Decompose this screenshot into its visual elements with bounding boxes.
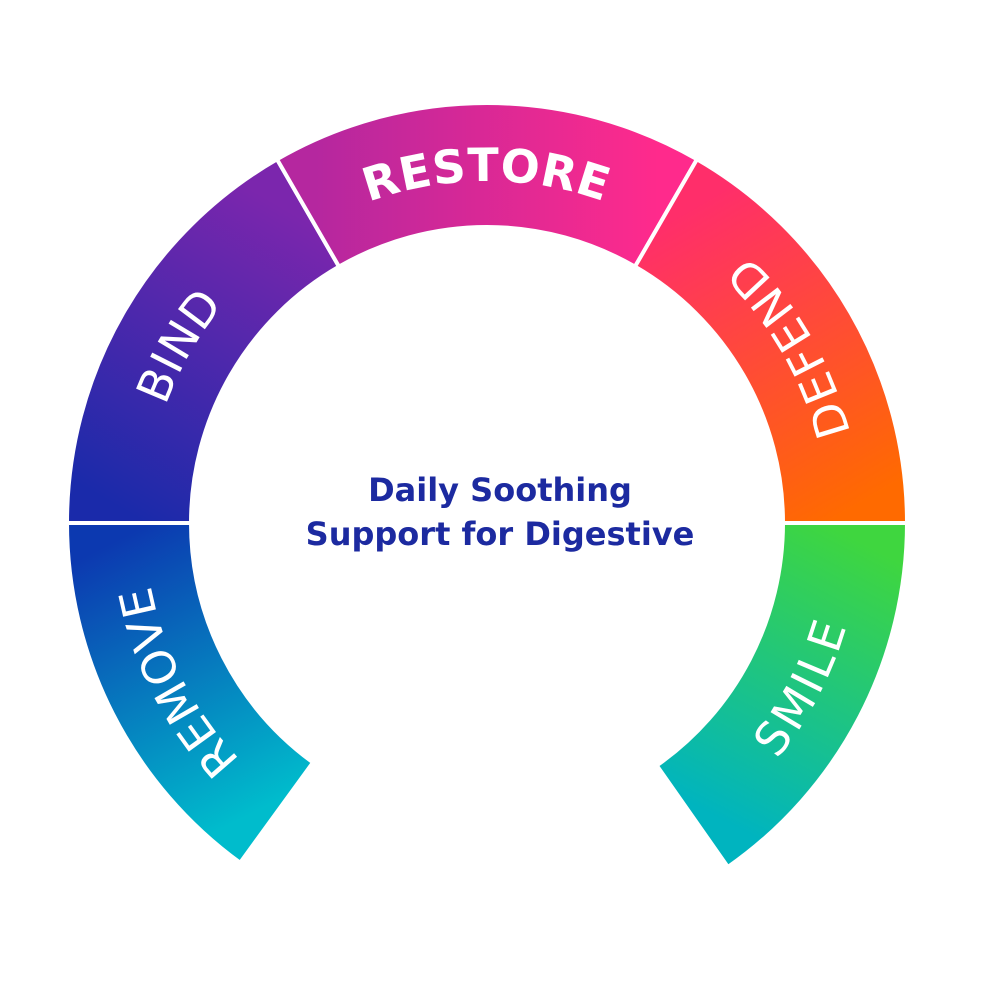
segment-smile: [653, 521, 910, 870]
center-caption-line-2: Support for Digestive: [305, 515, 695, 554]
center-caption: Daily Soothing Support for Digestive: [240, 468, 760, 556]
center-caption-line-1: Daily Soothing: [368, 471, 632, 509]
wheel-segments: [64, 101, 910, 870]
